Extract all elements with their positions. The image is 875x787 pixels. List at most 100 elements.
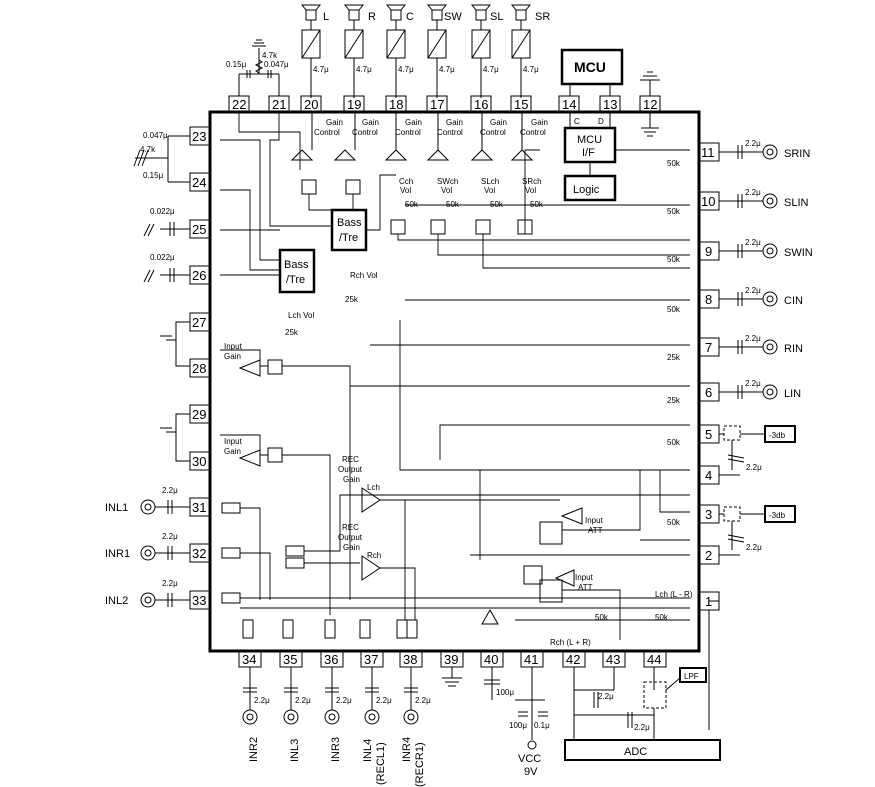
svg-text:50k: 50k: [667, 518, 681, 527]
svg-text:11: 11: [701, 145, 715, 160]
svg-text:SRch: SRch: [522, 177, 542, 186]
input-cap: 2.2μ: [745, 379, 761, 388]
svg-text:30: 30: [192, 454, 206, 469]
svg-text:/Tre: /Tre: [286, 274, 305, 286]
right-pin-column: 11 10 9 8 7 6 5 4 3 2 1: [698, 142, 720, 611]
svg-text:24: 24: [192, 175, 206, 190]
rch-vol-label: Rch Vol: [350, 271, 378, 280]
svg-text:50k: 50k: [667, 207, 681, 216]
svg-text:2.2μ: 2.2μ: [598, 692, 614, 701]
svg-text:/Tre: /Tre: [339, 232, 358, 244]
speaker-label: SR: [535, 11, 550, 23]
power-section: 100μ 100μ 0.1μ VCC 9V: [442, 667, 550, 778]
speaker-cap: 4.7μ: [398, 65, 414, 74]
svg-text:50k: 50k: [667, 438, 681, 447]
speaker-cap: 4.7μ: [313, 65, 329, 74]
svg-text:41: 41: [524, 652, 538, 667]
adc-label: ADC: [624, 746, 647, 758]
svg-text:2.2μ: 2.2μ: [746, 463, 762, 472]
top-rc-network: 4.7k 0.15μ 0.047μ: [226, 39, 289, 96]
svg-text:-3db: -3db: [769, 511, 786, 520]
speaker-label: SL: [490, 11, 503, 23]
svg-text:2: 2: [705, 548, 712, 563]
right-input-CIN: CIN 2.2μ: [719, 286, 803, 307]
pin-15: 15: [514, 97, 528, 112]
input-gain-amps: Input Gain Input Gain: [224, 342, 261, 467]
ic-package: [208, 110, 701, 653]
svg-text:50k: 50k: [490, 200, 504, 209]
svg-text:42: 42: [566, 652, 580, 667]
input-sub: (RECL1): [375, 742, 387, 785]
svg-text:37: 37: [364, 652, 378, 667]
right-input-RIN: RIN 2.2μ: [719, 334, 803, 355]
svg-text:50k: 50k: [595, 613, 609, 622]
r-4.7k: 4.7k: [262, 51, 278, 60]
svg-text:-3db: -3db: [769, 431, 786, 440]
svg-text:1: 1: [705, 594, 712, 609]
speaker-label: R: [368, 11, 376, 23]
svg-text:Vol: Vol: [525, 186, 536, 195]
svg-text:Gain: Gain: [343, 543, 360, 552]
svg-text:ATT: ATT: [578, 583, 593, 592]
data-pin-label: D: [598, 117, 604, 126]
svg-text:0.1μ: 0.1μ: [534, 721, 550, 730]
speaker-label: L: [323, 11, 329, 23]
svg-text:Control: Control: [437, 128, 463, 137]
input-label: INL2: [105, 595, 128, 607]
svg-text:0.022μ: 0.022μ: [150, 207, 175, 216]
svg-text:2.2μ: 2.2μ: [634, 723, 650, 732]
input-label: SRIN: [784, 148, 810, 160]
svg-text:7: 7: [705, 340, 712, 355]
svg-text:Lch: Lch: [367, 483, 380, 492]
bass-tre-block-r: [330, 208, 368, 252]
svg-text:9: 9: [705, 244, 712, 259]
svg-text:39: 39: [444, 652, 458, 667]
input-label: INR3: [330, 737, 342, 762]
left-input-INR1: INR1 2.2μ: [105, 532, 190, 561]
pin-16: 16: [474, 97, 488, 112]
svg-text:25k: 25k: [285, 328, 299, 337]
svg-text:Gain: Gain: [224, 352, 241, 361]
speaker-cap: 4.7μ: [356, 65, 372, 74]
svg-text:100μ: 100μ: [496, 688, 514, 697]
input-label: SLIN: [784, 197, 809, 209]
input-label: RIN: [784, 343, 803, 355]
right-input-SRIN: SRIN 2.2μ: [719, 139, 810, 160]
mcu-block: [560, 48, 624, 86]
right-input-LIN: LIN 2.2μ: [719, 379, 801, 400]
left-input-INL1: INL1 2.2μ: [105, 486, 190, 515]
pin-18: 18: [389, 97, 403, 112]
svg-text:4.7k: 4.7k: [140, 145, 156, 154]
svg-text:2.2μ: 2.2μ: [254, 696, 270, 705]
svg-text:Control: Control: [480, 128, 506, 137]
c-0.15u: 0.15μ: [226, 60, 247, 69]
gain-control-group: Gain Control Gain Control Gain Control G…: [290, 112, 548, 161]
bottom-pin-row: 34 35 36 37 38 39 40 41 42 43 44: [238, 650, 667, 668]
speaker-L: L 4.7μ: [300, 4, 329, 98]
speaker-cap: 4.7μ: [439, 65, 455, 74]
vcc-voltage: 9V: [524, 766, 538, 778]
svg-text:36: 36: [324, 652, 338, 667]
adc-section: 2.2μ 2.2μ LPF ADC: [564, 667, 721, 761]
bottom-input-INL4: 2.2μ INL4 (RECL1): [362, 667, 392, 785]
speaker-R: R 4.7μ: [343, 4, 376, 98]
svg-text:27: 27: [192, 315, 206, 330]
svg-text:34: 34: [242, 652, 256, 667]
svg-text:8: 8: [705, 292, 712, 307]
rch-lr-label: Rch (L + R): [550, 638, 591, 647]
channel-vol-labels: Cch Vol SWch Vol SLch Vol SRch Vol 50k 5…: [399, 177, 544, 209]
mcu-if-label-2: I/F: [582, 147, 595, 159]
svg-text:ATT: ATT: [588, 526, 603, 535]
svg-text:2.2μ: 2.2μ: [746, 543, 762, 552]
svg-text:Gain: Gain: [405, 118, 422, 127]
svg-text:25k: 25k: [667, 353, 681, 362]
input-cap: 2.2μ: [162, 579, 178, 588]
speaker-label: SW: [444, 11, 462, 23]
right-resistor-labels: 50k 50k 50k 50k 25k 25k 50k 50k: [667, 159, 681, 527]
pin-14: 14: [562, 97, 576, 112]
svg-text:REC: REC: [342, 523, 359, 532]
input-label: LIN: [784, 388, 801, 400]
svg-text:Gain: Gain: [446, 118, 463, 127]
svg-text:31: 31: [192, 500, 206, 515]
